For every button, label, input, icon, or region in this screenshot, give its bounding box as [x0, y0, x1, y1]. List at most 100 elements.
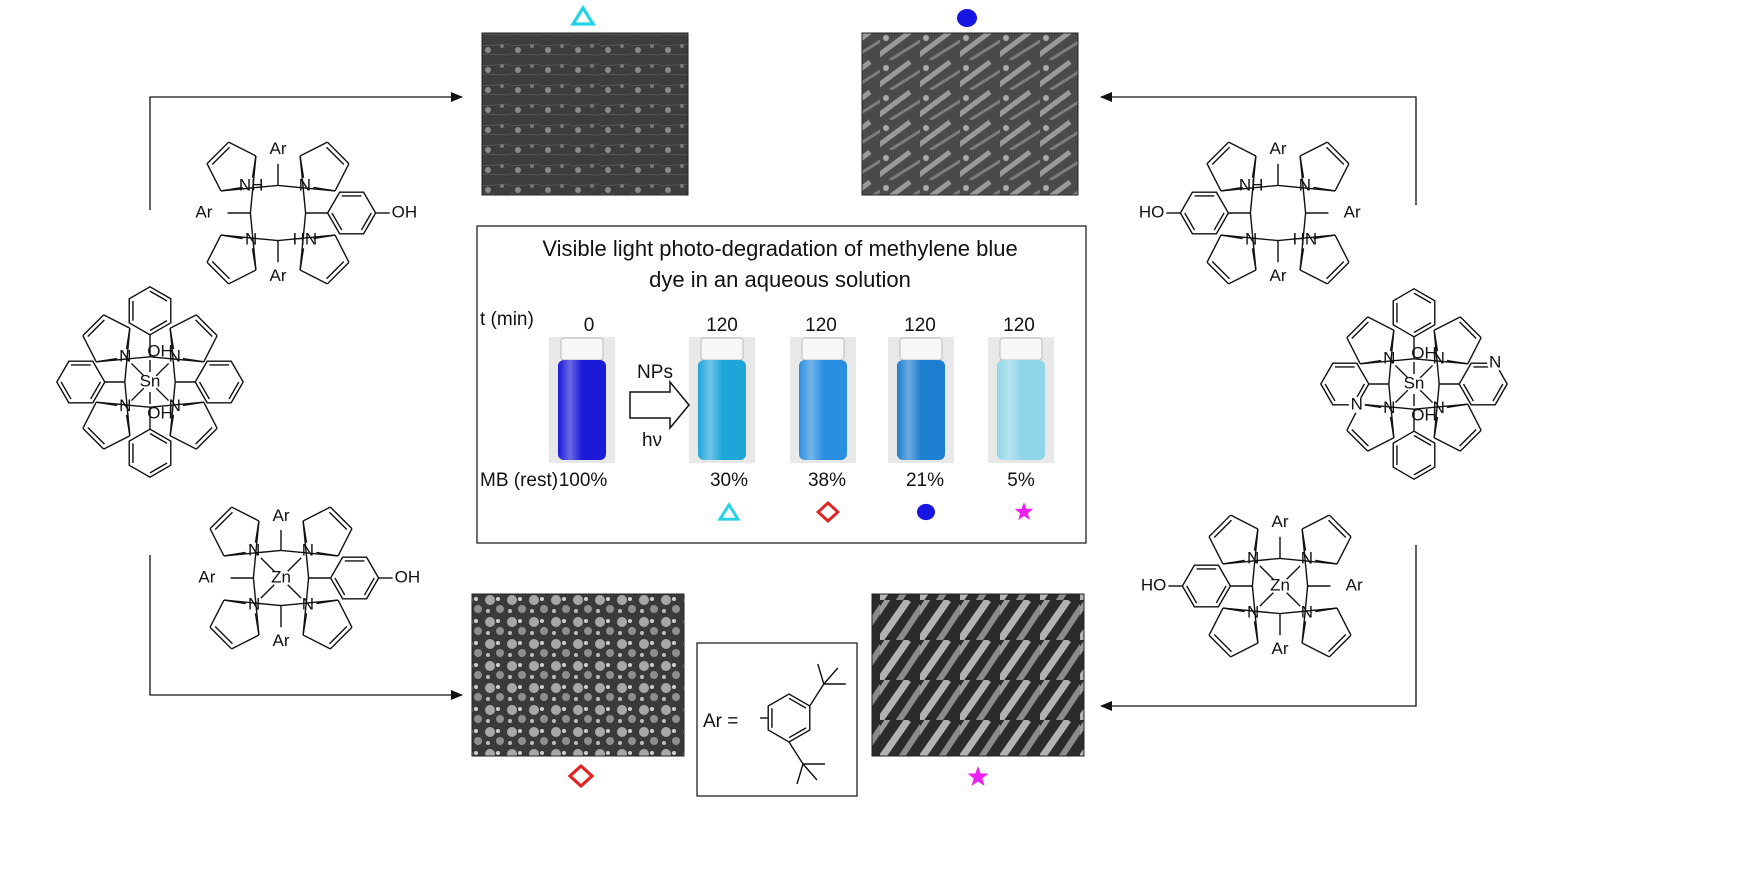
meso-bond	[1222, 557, 1281, 565]
vial-cap	[560, 337, 604, 361]
bond	[1206, 141, 1230, 165]
tbu-methyl	[796, 763, 804, 785]
benzene-ring	[1392, 288, 1436, 338]
bond	[1206, 234, 1222, 263]
meso-bond	[277, 234, 336, 242]
arrow-top-left	[149, 92, 463, 210]
bond	[1433, 316, 1461, 331]
coordination-bond	[1394, 364, 1409, 379]
meso-bond	[169, 381, 176, 436]
sem-image-top-left	[481, 32, 689, 196]
bond	[1334, 163, 1350, 192]
nitrogen-label: N	[1247, 602, 1259, 621]
benzene-ring	[329, 556, 380, 600]
meso-bond	[1220, 184, 1279, 192]
ar-label: Ar	[270, 266, 287, 285]
double-bond	[149, 290, 168, 302]
double-bond	[1211, 146, 1230, 165]
tbu-methyl	[823, 667, 839, 685]
ar-label: Ar	[1344, 202, 1361, 221]
meso-bond	[96, 356, 151, 363]
double-bond	[1213, 634, 1232, 653]
meso-bond	[1277, 184, 1336, 192]
coordination-bond	[155, 387, 170, 402]
meso-bond	[1222, 607, 1281, 615]
coordination-bond	[260, 557, 275, 572]
bond	[302, 506, 331, 522]
bond	[1346, 429, 1369, 452]
meso-bond	[223, 549, 282, 557]
metal-label: Sn	[1404, 373, 1425, 392]
pyridine-nitrogen-label: N	[1351, 394, 1363, 413]
star-marker	[967, 766, 989, 786]
meso-bond	[302, 577, 310, 636]
ar-label: Ar	[273, 631, 290, 650]
bond	[1459, 316, 1482, 339]
coordination-bond	[1419, 364, 1434, 379]
double-bond	[214, 626, 233, 645]
nitrogen-label: N	[1433, 398, 1445, 417]
coordination-bond	[1286, 565, 1301, 580]
rest-value: 30%	[710, 470, 748, 491]
marker-circle-top-right	[957, 9, 977, 27]
bond	[1230, 642, 1259, 658]
double-bond	[211, 146, 230, 165]
double-bond	[1328, 634, 1347, 653]
coordination-bond	[1419, 389, 1434, 404]
double-bond	[363, 577, 375, 596]
nitrogen-label: N	[1301, 549, 1313, 568]
bond	[1346, 316, 1369, 339]
tbu-methyl	[817, 663, 825, 685]
meso-bond	[1433, 383, 1440, 438]
meso-bond	[124, 381, 131, 436]
benzene-ring	[1181, 564, 1232, 608]
vial-glass	[897, 360, 945, 460]
vial-glass	[799, 360, 847, 460]
bond	[103, 314, 131, 329]
bond	[1301, 514, 1330, 530]
meso-bond	[302, 520, 310, 579]
bond	[1326, 261, 1350, 285]
double-bond	[1184, 212, 1196, 231]
bond	[82, 401, 97, 429]
hydroxyl-label: HO	[1141, 575, 1167, 594]
bond	[206, 234, 222, 263]
double-bond	[1413, 434, 1432, 446]
bond	[1459, 429, 1482, 452]
meso-bond	[1360, 403, 1415, 410]
coordination-bond	[260, 584, 275, 599]
metal-label: Sn	[140, 371, 161, 390]
hydroxyl-label: OH	[392, 202, 418, 221]
double-bond	[1459, 429, 1477, 447]
degradation-panel: Visible light photo-degradation of methy…	[476, 225, 1087, 544]
meso-bond	[1301, 585, 1309, 644]
meso-bond	[280, 549, 339, 557]
meso-bond	[1220, 234, 1279, 242]
pyridine-n-bg	[1348, 396, 1365, 413]
time-label: t (min)	[480, 309, 534, 330]
ar-label: Ar	[1272, 512, 1289, 531]
double-bond	[1413, 322, 1432, 334]
bond	[1228, 269, 1257, 285]
double-bond	[331, 212, 343, 231]
pyridine-nitrogen-label: N	[1489, 353, 1501, 372]
meso-bond	[252, 520, 260, 579]
bond	[1228, 141, 1257, 157]
benzene-ring	[1179, 191, 1230, 235]
bond	[334, 163, 350, 192]
double-bond	[1324, 383, 1336, 402]
nitrogen-label: N	[302, 541, 314, 560]
double-bond	[211, 261, 230, 280]
bond	[1208, 607, 1224, 636]
hydroxyl-label: OH	[395, 567, 421, 586]
meso-bond	[1413, 358, 1468, 365]
arrow-bottom-left	[149, 555, 463, 700]
bond	[1336, 607, 1352, 636]
axial-oh-label: OH	[147, 341, 173, 360]
hydroxyl-label: HO	[1139, 202, 1165, 221]
meso-bond	[1251, 528, 1259, 587]
